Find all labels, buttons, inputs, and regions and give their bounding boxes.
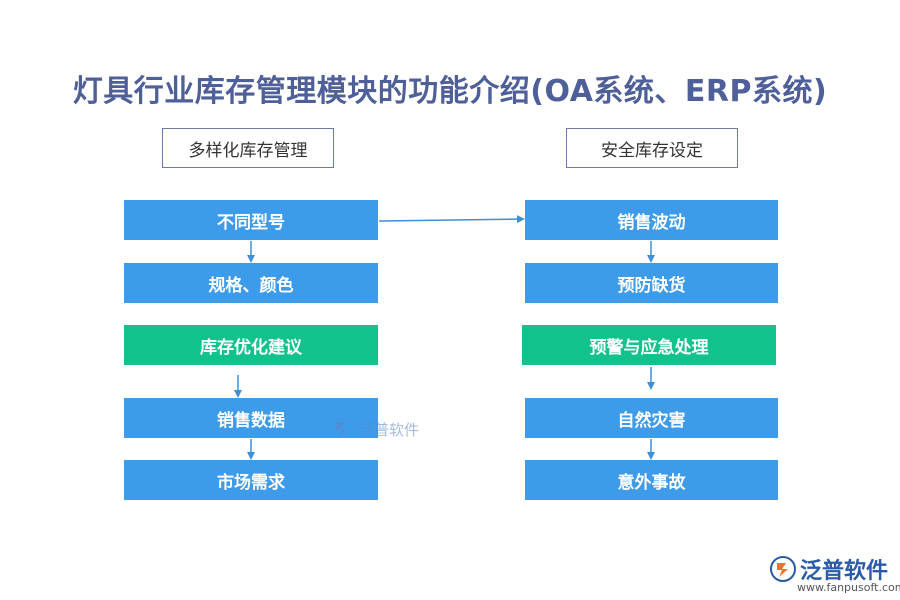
brand-logo-text: 泛普软件 <box>800 559 889 584</box>
page-title: 灯具行业库存管理模块的功能介绍(OA系统、ERP系统) <box>72 74 828 109</box>
fanpu-brand-icon <box>770 556 796 582</box>
arrow-cross <box>378 215 525 224</box>
brand-logo: 泛普软件 <box>770 553 888 585</box>
header-diversified-inventory: 多样化库存管理 <box>162 128 334 168</box>
node-prevent-stockout: 预防缺货 <box>525 263 778 303</box>
fanpu-logo-icon <box>336 422 347 438</box>
node-natural-disaster: 自然灾害 <box>525 398 778 438</box>
header-safety-stock: 安全库存设定 <box>566 128 738 168</box>
watermark: 泛普软件 <box>333 418 419 440</box>
node-market-demand: 市场需求 <box>124 460 378 500</box>
node-different-models: 不同型号 <box>124 200 378 240</box>
node-accident: 意外事故 <box>525 460 778 500</box>
node-inventory-optimization: 库存优化建议 <box>124 325 378 365</box>
node-sales-data: 销售数据 <box>124 398 378 438</box>
watermark-text: 泛普软件 <box>359 420 420 439</box>
node-sales-fluctuation: 销售波动 <box>525 200 778 240</box>
brand-url: www.fanpusoft.com <box>797 581 900 594</box>
node-warning-emergency: 预警与应急处理 <box>522 325 776 365</box>
node-spec-color: 规格、颜色 <box>124 263 378 303</box>
